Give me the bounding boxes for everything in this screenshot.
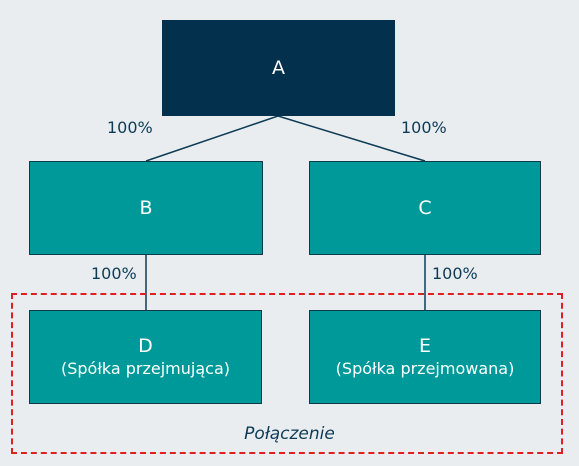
share-a-b: 100% (107, 118, 153, 137)
node-e: E (Spółka przejmowana) (309, 310, 541, 404)
node-b: B (29, 161, 263, 255)
node-d-label: D (138, 335, 153, 357)
share-c-e: 100% (432, 264, 478, 283)
node-c: C (309, 161, 541, 255)
merger-boundary (11, 293, 563, 454)
node-d: D (Spółka przejmująca) (29, 310, 262, 404)
share-a-c: 100% (401, 118, 447, 137)
node-c-label: C (418, 197, 432, 219)
node-e-label: E (418, 335, 431, 357)
share-b-d: 100% (91, 264, 137, 283)
node-e-sublabel: (Spółka przejmowana) (335, 359, 515, 378)
edge-a-b (145, 115, 279, 162)
merger-label: Połączenie (244, 424, 335, 444)
node-d-sublabel: (Spółka przejmująca) (60, 359, 230, 378)
node-a: A (162, 20, 395, 116)
node-b-label: B (139, 197, 153, 219)
node-a-label: A (272, 57, 285, 79)
edge-a-c (277, 115, 426, 162)
